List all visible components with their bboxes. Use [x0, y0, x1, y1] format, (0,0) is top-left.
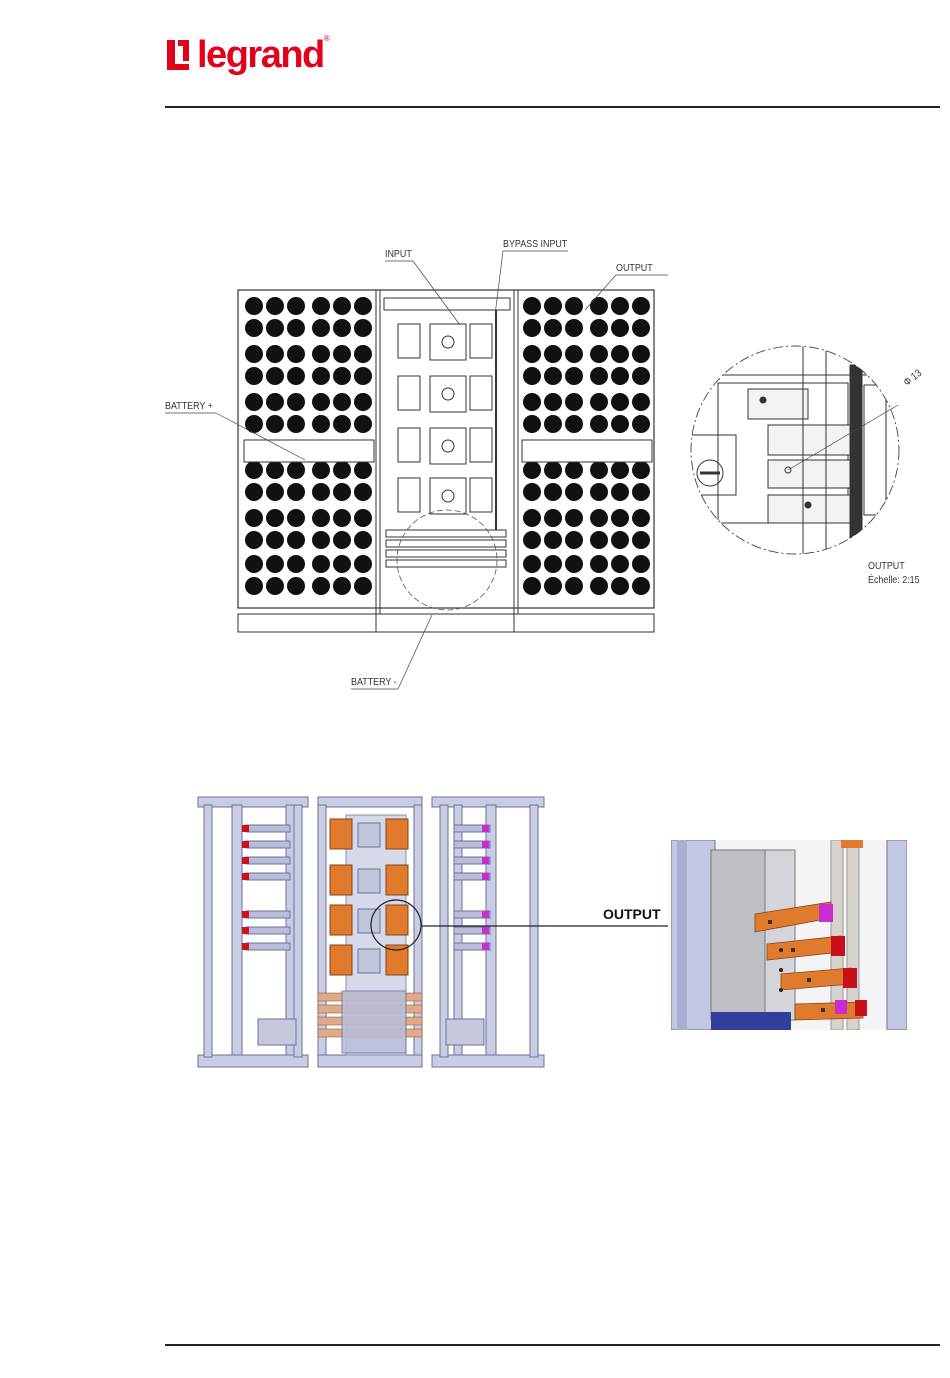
output-detail-view	[688, 345, 903, 555]
detail-title: OUTPUT	[868, 560, 905, 572]
detail-scale: Échelle: 2:15	[868, 574, 920, 586]
footer-rule	[165, 1344, 940, 1346]
label-output-callout: OUTPUT	[603, 906, 661, 922]
output-zoom-render	[671, 840, 907, 1030]
